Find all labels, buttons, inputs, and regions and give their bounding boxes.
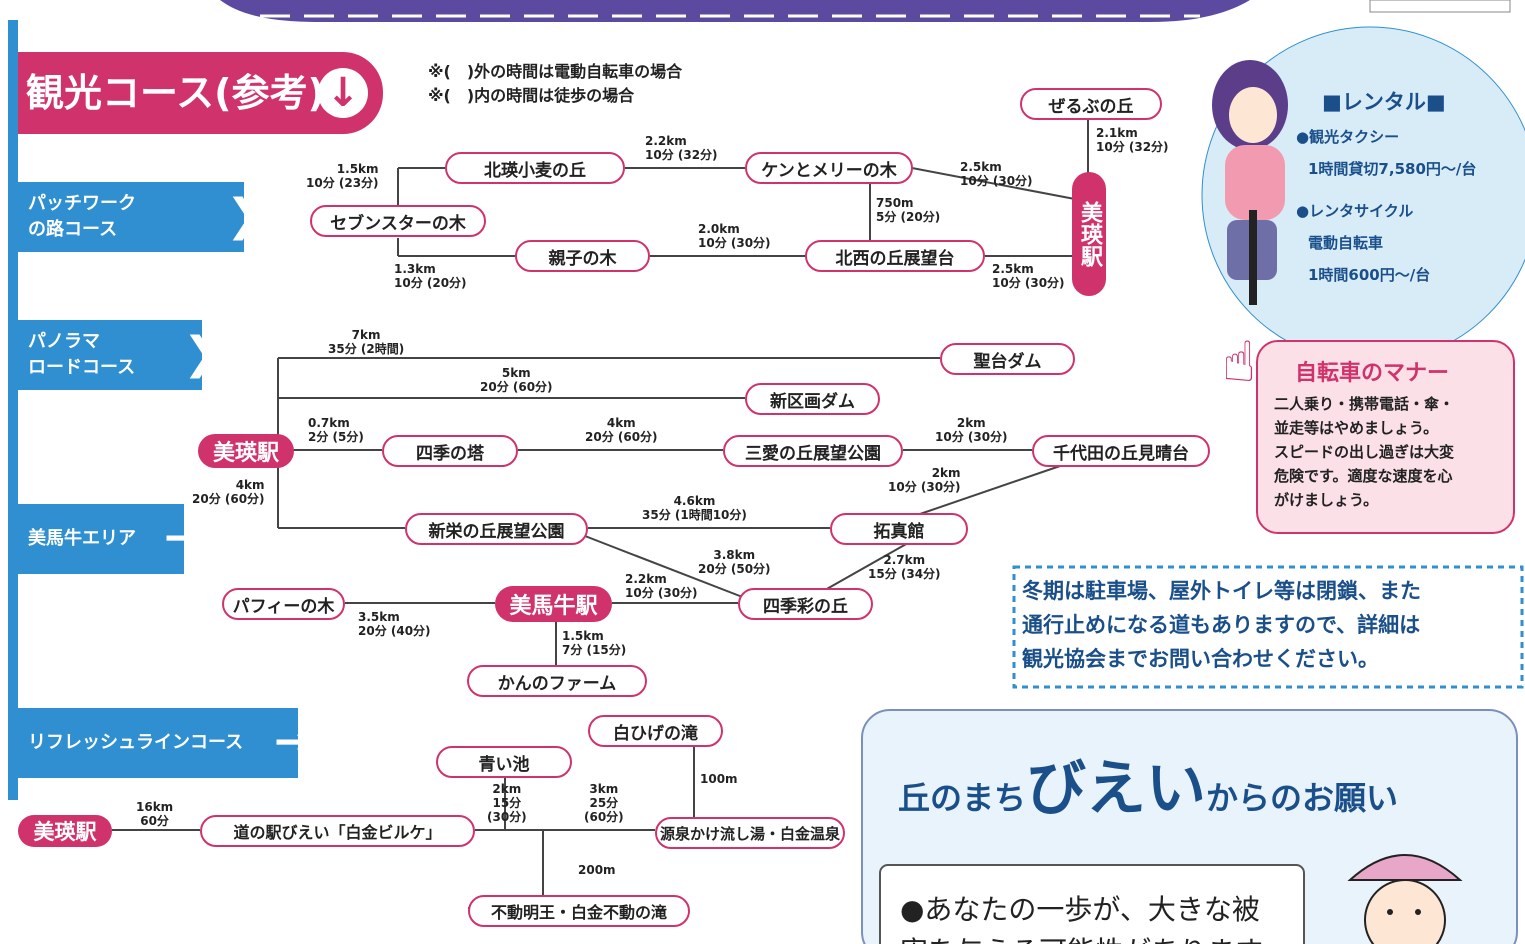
winter-notice: 冬期は駐車場、屋外トイレ等は閉鎖、また 通行止めになる道もありますので、詳細は … [1022,579,1421,671]
request-title: 丘のまちびえいからのお願い [898,754,1399,824]
arrow-right-icon: → [164,512,201,563]
dist-label: 2.5km 10分 (30分) [992,262,1065,290]
node-sanai: 三愛の丘展望公園 [723,435,903,467]
request-text: ●あなたの一歩が、大きな被 [900,893,1260,926]
dist-label: 2.0km 10分 (30分) [698,222,771,250]
hiker-illustration [1340,840,1470,944]
node-aoi-ike: 青い池 [436,746,572,778]
dist-label: 2.2km 10分 (32分) [645,134,718,162]
rental-item: ●レンタサイクル [1296,202,1414,220]
node-shikisai: 四季彩の丘 [738,588,873,620]
node-shirogane-birke: 道の駅びえい「白金ビルケ」 [200,815,475,847]
dist-label: 3.5km 20分 (40分) [358,610,431,638]
rental-item: 1時間600円～/台 [1308,266,1431,284]
note-inside: ※( )内の時間は徒歩の場合 [428,86,635,105]
dist-label: 1.5km 7分 (15分) [562,629,627,657]
station-biei-refresh: 美瑛駅 [18,815,112,847]
node-hokusei: 北西の丘展望台 [805,240,985,272]
dist-label: 4km 20分 (60分) [192,478,265,506]
rental-item: 電動自転車 [1308,234,1384,252]
dist-label: 4.6km 35分 (1時間10分) [642,494,747,522]
manner-title: 自転車のマナー [1295,361,1450,386]
station-bibaushi: 美馬牛駅 [495,586,612,622]
dist-label: 5km 20分 (60分) [480,366,553,394]
dist-label: 2km 15分 (30分) [487,782,527,824]
station-biei-panorama: 美瑛駅 [198,434,294,468]
dist-label: 7km 35分 (2時間) [328,328,405,356]
dist-label: 3km 25分 (60分) [584,782,624,824]
course-label-refresh: リフレッシュラインコース→ [18,708,311,778]
node-shinei: 新栄の丘展望公園 [405,513,588,545]
arrow-right-icon: → [274,716,311,767]
node-oyako: 親子の木 [515,240,650,272]
node-shirahige: 白ひげの滝 [588,715,723,747]
rental-title: ■レンタル■ [1322,90,1446,114]
rental-item: 1時間貸切7,580円～/台 [1308,160,1477,178]
node-zerubu: ぜるぶの丘 [1020,88,1162,120]
node-shiki-tower: 四季の塔 [382,435,518,467]
dist-label: 2km 10分 (30分) [935,416,1008,444]
node-hokuei: 北瑛小麦の丘 [445,152,625,184]
manner-box [1256,340,1515,534]
node-onsen: 源泉かけ流し湯・白金温泉 [655,817,845,849]
dist-label: 4km 20分 (60分) [585,416,658,444]
node-puffy: パフィーの木 [222,588,345,620]
dist-label: 2.2km 10分 (30分) [625,572,698,600]
dist-label: 2.7km 15分 (34分) [868,553,941,581]
chevron-right-icon: ❯ [183,328,220,379]
course-label-panorama: パノラマ ロードコース❯ [18,320,220,390]
note-outside: ※( )外の時間は電動自転車の場合 [428,62,683,81]
dist-label: 1.5km 10分 (23分) [306,162,379,190]
dist-label: 0.7km 2分 (5分) [308,416,364,444]
dist-label: 2.1km 10分 (32分) [1096,126,1169,154]
course-label-bibaushi: 美馬牛エリア→ [18,504,201,574]
dist-label: 100m [700,772,738,786]
request-text-cut: 害を与える可能性があります [900,930,1263,944]
manner-text: 二人乗り・携帯電話・傘・ 並走等はやめましょう。 スピードの出し過ぎは大変 危険… [1274,395,1455,509]
node-shinkukaku-dam: 新区画ダム [745,383,880,415]
node-seidai-dam: 聖台ダム [940,343,1075,375]
chevron-right-icon: ❯ [226,190,263,241]
dist-label: 200m [578,863,616,877]
station-biei-patchwork: 美瑛駅 [1072,172,1106,296]
pointing-hand-icon: ☝ [1222,330,1257,395]
course-label-patchwork: パッチワーク の路コース❯ [18,182,263,252]
dist-label: 16km 60分 [136,800,174,828]
rental-item: ●観光タクシー [1296,128,1400,146]
dist-label: 750m 5分 (20分) [876,196,941,224]
node-kanno-farm: かんのファーム [467,665,647,697]
node-ken-mary: ケンとメリーの木 [745,152,913,184]
dist-label: 3.8km 20分 (50分) [698,548,771,576]
node-chiyoda: 千代田の丘見晴台 [1032,435,1210,467]
cyclist-illustration [1205,60,1305,310]
node-takushinkan: 拓真館 [830,513,968,545]
down-arrow-icon: ↓ [318,68,368,118]
node-fudo: 不動明王・白金不動の滝 [468,895,690,927]
node-sevenstar: セブンスターの木 [310,205,486,237]
dist-label: 1.3km 10分 (20分) [394,262,467,290]
dist-label: 2.5km 10分 (30分) [960,160,1033,188]
dist-label: 2km 10分 (30分) [888,466,961,494]
course-title: 観光コース(参考) [26,71,325,115]
